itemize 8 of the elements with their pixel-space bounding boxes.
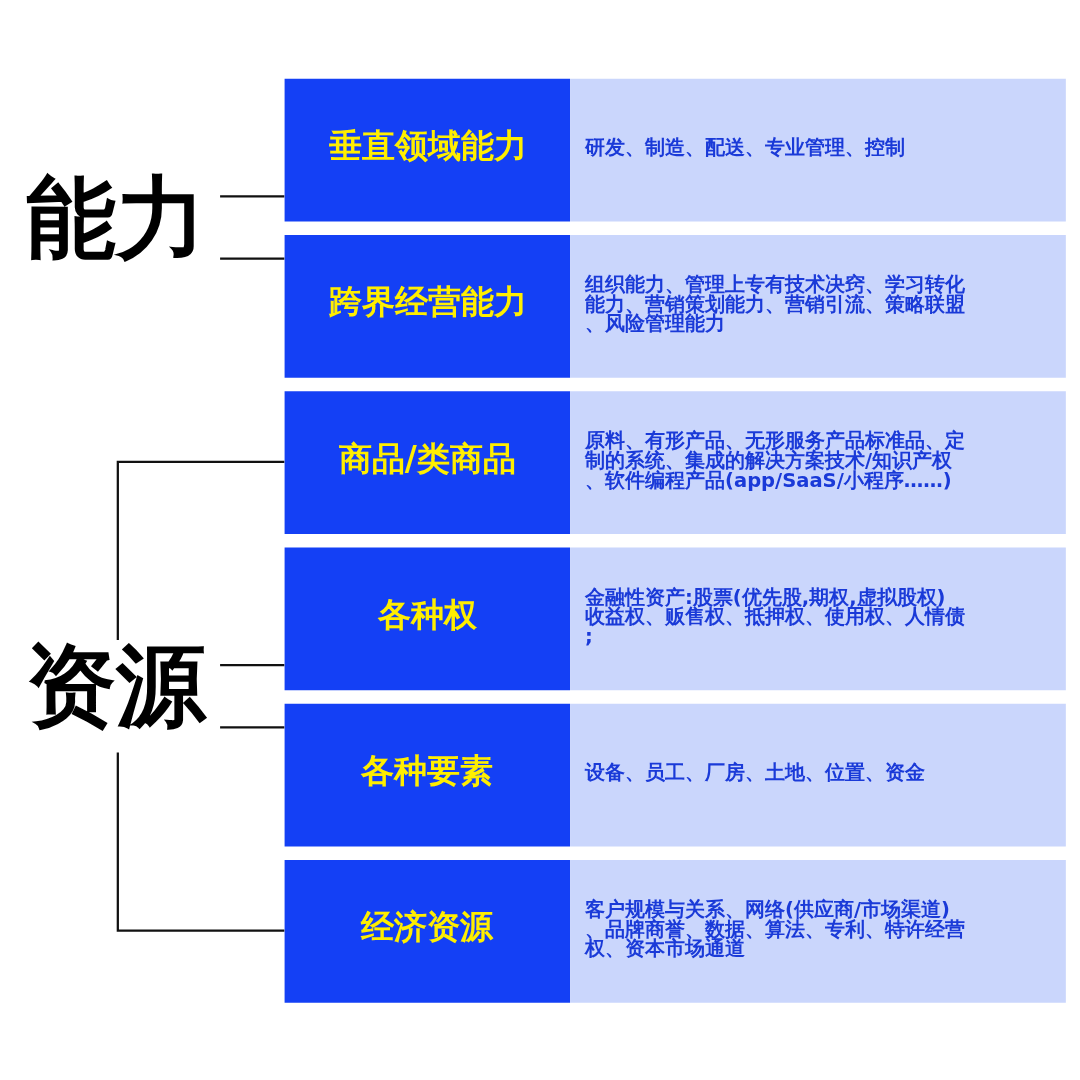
node-text: 能力 — [26, 164, 207, 270]
connector — [220, 257, 285, 260]
connector — [220, 663, 285, 667]
connector — [116, 460, 285, 641]
connector — [220, 195, 285, 198]
node-text: 资源 — [26, 633, 207, 739]
connector — [220, 726, 285, 729]
connector — [116, 752, 285, 932]
